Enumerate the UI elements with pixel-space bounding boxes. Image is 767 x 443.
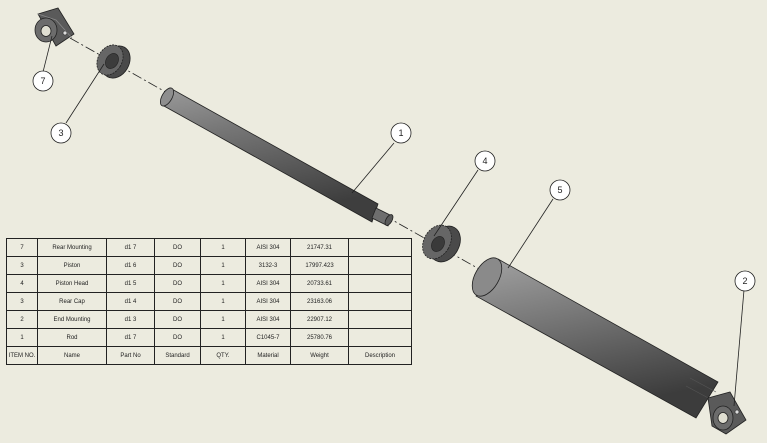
bom-cell-name: Piston (37, 256, 107, 275)
bom-cell-part-no: d1 4 (106, 292, 155, 311)
balloon-7-label: 7 (40, 76, 45, 86)
bom-body: 7 Rear Mounting d1 7 DO 1 AISI 304 21747… (6, 238, 412, 365)
table-row[interactable]: 3 Rear Cap d1 4 DO 1 AISI 304 23163.06 (6, 292, 412, 311)
balloon-3-label: 3 (58, 128, 63, 138)
center-line (69, 37, 721, 406)
bom-cell-material: AISI 304 (245, 310, 291, 329)
bom-cell-qty: 1 (200, 292, 246, 311)
bom-cell-material: C1045-7 (245, 328, 291, 347)
bom-cell-description (348, 256, 412, 275)
bom-header-description: Description (348, 346, 412, 365)
table-row[interactable]: 2 End Mounting d1 3 DO 1 AISI 304 22907.… (6, 310, 412, 329)
bom-cell-item: 3 (6, 256, 38, 275)
bom-header-weight: Weight (290, 346, 349, 365)
bom-cell-qty: 1 (200, 310, 246, 329)
bom-cell-material: AISI 304 (245, 274, 291, 293)
bom-cell-standard: DO (154, 292, 201, 311)
bom-cell-weight: 23163.06 (290, 292, 349, 311)
bom-cell-standard: DO (154, 310, 201, 329)
bom-cell-description (348, 238, 412, 257)
bom-cell-weight: 22907.12 (290, 310, 349, 329)
balloon-2[interactable]: 2 (734, 270, 756, 292)
bom-cell-weight: 20733.61 (290, 274, 349, 293)
part-piston-ring-top[interactable] (92, 40, 136, 83)
bom-cell-item: 4 (6, 274, 38, 293)
bill-of-materials-table: 7 Rear Mounting d1 7 DO 1 AISI 304 21747… (6, 238, 412, 365)
bom-cell-standard: DO (154, 238, 201, 257)
balloon-2-label: 2 (742, 276, 747, 286)
balloon-5-label: 5 (557, 185, 562, 195)
bom-cell-standard: DO (154, 274, 201, 293)
bom-cell-part-no: d1 3 (106, 310, 155, 329)
bom-header-row: ITEM NO. Name Part No Standard QTY. Mate… (6, 346, 412, 365)
bom-header-standard: Standard (154, 346, 201, 365)
bom-cell-part-no: d1 5 (106, 274, 155, 293)
table-row[interactable]: 3 Piston d1 6 DO 1 3132-3 17997.423 (6, 256, 412, 275)
bom-header-part-no: Part No (106, 346, 155, 365)
bom-cell-name: End Mounting (37, 310, 107, 329)
balloon-5[interactable]: 5 (549, 179, 571, 201)
part-rod[interactable] (158, 86, 395, 227)
bom-cell-weight: 21747.31 (290, 238, 349, 257)
bom-cell-description (348, 292, 412, 311)
bom-cell-qty: 1 (200, 238, 246, 257)
bom-cell-description (348, 274, 412, 293)
bom-header-material: Material (245, 346, 291, 365)
bom-cell-item: 3 (6, 292, 38, 311)
balloon-4-label: 4 (482, 156, 487, 166)
table-row[interactable]: 4 Piston Head d1 5 DO 1 AISI 304 20733.6… (6, 274, 412, 293)
part-piston-head[interactable] (417, 220, 467, 268)
bom-cell-item: 1 (6, 328, 38, 347)
bom-cell-name: Rear Cap (37, 292, 107, 311)
balloon-3[interactable]: 3 (50, 122, 72, 144)
balloon-7[interactable]: 7 (32, 70, 54, 92)
bom-cell-name: Piston Head (37, 274, 107, 293)
bom-cell-material: AISI 304 (245, 238, 291, 257)
bom-cell-part-no: d1 7 (106, 328, 155, 347)
part-cylinder-tube[interactable] (466, 253, 719, 419)
bom-cell-name: Rear Mounting (37, 238, 107, 257)
bom-cell-description (348, 310, 412, 329)
bom-cell-qty: 1 (200, 274, 246, 293)
balloon-leaders (42, 35, 745, 407)
part-end-mounting[interactable] (707, 391, 747, 435)
part-rear-mounting[interactable] (34, 7, 75, 47)
table-row[interactable]: 1 Rod d1 7 DO 1 C1045-7 25780.76 (6, 328, 412, 347)
table-row[interactable]: 7 Rear Mounting d1 7 DO 1 AISI 304 21747… (6, 238, 412, 257)
bom-cell-material: AISI 304 (245, 292, 291, 311)
bom-cell-qty: 1 (200, 328, 246, 347)
balloon-1-label: 1 (398, 128, 403, 138)
bom-cell-part-no: d1 6 (106, 256, 155, 275)
bom-cell-item: 7 (6, 238, 38, 257)
bom-header-name: Name (37, 346, 107, 365)
bom-cell-material: 3132-3 (245, 256, 291, 275)
bom-cell-standard: DO (154, 256, 201, 275)
balloon-1[interactable]: 1 (390, 122, 412, 144)
bom-cell-standard: DO (154, 328, 201, 347)
bom-header-item-no: ITEM NO. (6, 346, 38, 365)
bom-cell-weight: 17997.423 (290, 256, 349, 275)
bom-header-qty: QTY. (200, 346, 246, 365)
balloon-4[interactable]: 4 (474, 150, 496, 172)
bom-cell-part-no: d1 7 (106, 238, 155, 257)
bom-cell-name: Rod (37, 328, 107, 347)
bom-cell-qty: 1 (200, 256, 246, 275)
bom-cell-weight: 25780.76 (290, 328, 349, 347)
bom-cell-description (348, 328, 412, 347)
bom-cell-item: 2 (6, 310, 38, 329)
